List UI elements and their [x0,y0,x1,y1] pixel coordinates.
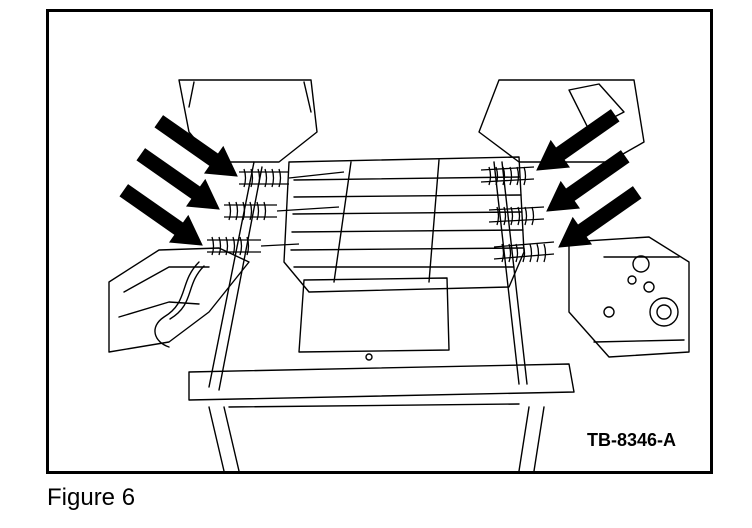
arrow-left-1 [154,115,238,177]
left-seat-back [178,79,318,163]
right-rail [493,161,528,385]
figure-frame: TB-8346-A [46,9,713,474]
right-side-panel [568,236,690,358]
seat-frame-illustration [108,79,690,471]
floor-plate [298,277,450,353]
figure-reference-id: TB-8346-A [586,430,676,450]
arrow-right-3 [558,186,642,248]
spring-right-1 [480,166,535,186]
spring-left-1 [239,168,345,188]
figure-caption: Figure 6 [47,484,136,511]
spring-left-2 [224,201,340,221]
arrow-right-1 [536,109,620,171]
spring-right-3 [493,241,555,263]
spring-left-3 [207,236,300,256]
seat-pan-frame [283,156,525,293]
arrow-right-2 [546,150,630,212]
arrow-left-3 [119,184,203,246]
arrow-left-2 [136,148,220,210]
left-side-panel [108,247,250,353]
spring-right-2 [488,206,545,226]
left-rail [208,161,263,391]
